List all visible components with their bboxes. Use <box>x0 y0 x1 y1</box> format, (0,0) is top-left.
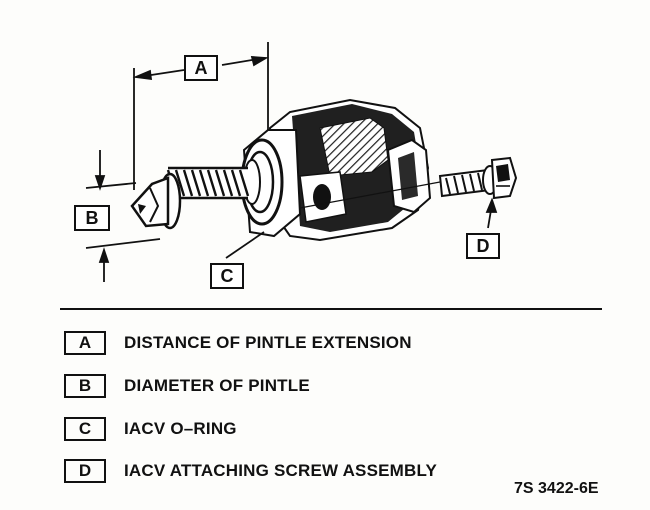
figure-id: 7S 3422-6E <box>514 480 599 497</box>
iacv-body <box>268 98 432 242</box>
dimension-a-lines <box>132 42 269 190</box>
legend-text-a: DISTANCE OF PINTLE EXTENSION <box>124 333 412 352</box>
dimension-b-lines <box>85 150 161 282</box>
callout-b: B <box>74 205 110 231</box>
callout-a: A <box>184 55 218 81</box>
separator-rule <box>60 308 602 310</box>
legend-text-c: IACV O–RING <box>124 419 237 438</box>
callout-c: C <box>210 263 244 289</box>
iacv-flange <box>240 129 302 238</box>
callout-d: D <box>466 233 500 259</box>
pintle-tip <box>130 172 182 230</box>
legend-letter-b: B <box>64 374 106 398</box>
legend-letter-d: D <box>64 459 106 483</box>
legend-text-d: IACV ATTACHING SCREW ASSEMBLY <box>124 461 438 480</box>
leader-lines <box>225 197 498 259</box>
pintle-spring <box>166 166 250 200</box>
attaching-screw <box>299 156 518 209</box>
legend-letter-c: C <box>64 417 106 441</box>
iacv-illustration <box>85 42 518 282</box>
legend-text-b: DIAMETER OF PINTLE <box>124 376 310 395</box>
legend-letter-a: A <box>64 331 106 355</box>
